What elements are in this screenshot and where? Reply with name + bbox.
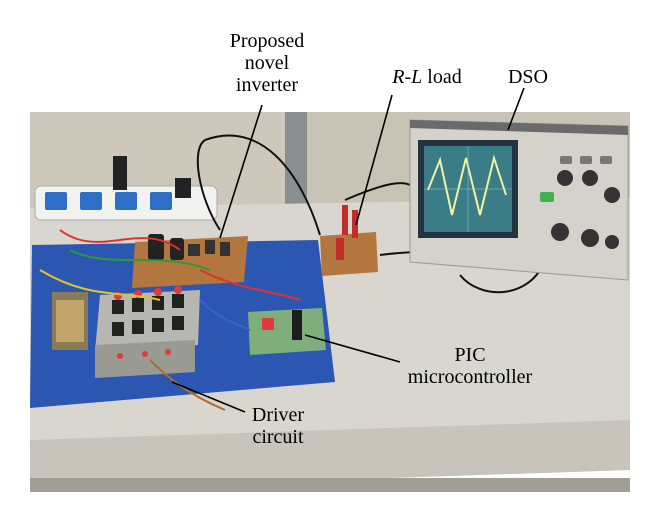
table-edge: [30, 478, 630, 492]
pointer-lines: [171, 87, 525, 413]
power-strip: [34, 156, 218, 221]
label-line: circuit: [252, 426, 304, 448]
label-line: Proposed: [229, 30, 305, 52]
oscilloscope: [409, 119, 629, 281]
wires: [39, 134, 546, 411]
label-line: inverter: [235, 74, 299, 96]
label-line: microcontroller: [407, 366, 533, 388]
label-line: Driver: [251, 404, 305, 426]
label-pic: PIC microcontroller: [400, 344, 540, 388]
wall-pillar: [285, 112, 307, 217]
label-driver: Driver circuit: [238, 404, 318, 448]
pic-board: [248, 308, 326, 355]
transformer: [52, 292, 88, 350]
label-line: PIC: [454, 344, 486, 366]
label-rl-load: R-L load: [372, 66, 482, 88]
driver-board: [95, 286, 200, 378]
label-rl-rest: load: [422, 66, 462, 88]
label-rl-italic: R-L: [392, 66, 423, 88]
label-line: novel: [244, 52, 290, 74]
label-proposed-inverter: Proposed novel inverter: [212, 30, 322, 96]
label-dso: DSO: [507, 66, 548, 88]
rl-load-board: [320, 205, 378, 276]
